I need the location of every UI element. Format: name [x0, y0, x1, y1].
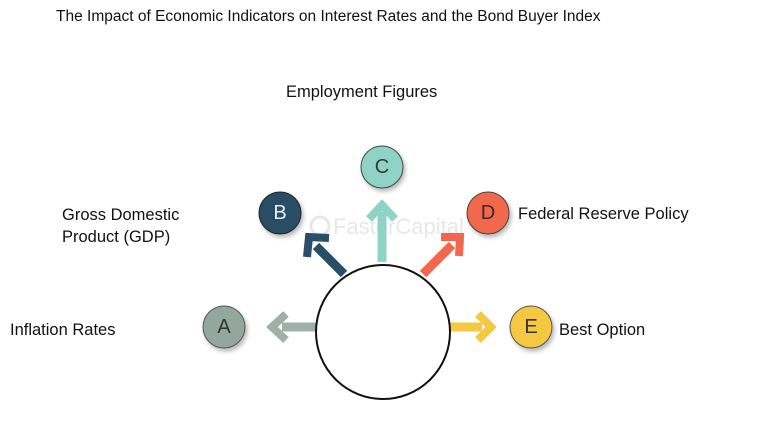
node-e-letter: E — [524, 316, 537, 338]
node-a-circle — [202, 305, 246, 349]
node-b-letter: B — [273, 202, 286, 224]
watermark-logo: FasterCapital — [309, 214, 464, 239]
arrow-e — [449, 311, 497, 343]
node-a: A — [202, 305, 246, 349]
node-e-label: Best Option — [559, 321, 646, 339]
node-a-letter: A — [217, 316, 231, 338]
node-e-circle — [509, 305, 553, 349]
node-a-label: Inflation Rates — [10, 321, 116, 339]
node-e: E — [509, 305, 553, 349]
node-c-label: Employment Figures — [286, 83, 438, 101]
node-c-circle — [360, 145, 404, 189]
hub-circle — [315, 264, 451, 400]
node-d-letter: D — [481, 202, 495, 224]
node-c: C — [360, 145, 404, 189]
arrow-c — [366, 199, 398, 262]
diagram-title: The Impact of Economic Indicators on Int… — [56, 8, 601, 25]
node-b: B — [258, 191, 302, 235]
node-b-label: Gross Domestic Product (GDP) — [62, 206, 180, 246]
arrow-d — [419, 233, 465, 278]
arrow-a — [266, 311, 316, 343]
node-d-circle — [466, 191, 510, 235]
node-b-circle — [258, 191, 302, 235]
arrow-b — [303, 232, 348, 278]
node-d-label: Federal Reserve Policy — [518, 205, 689, 223]
node-d: D — [466, 191, 510, 235]
node-c-letter: C — [375, 156, 389, 178]
